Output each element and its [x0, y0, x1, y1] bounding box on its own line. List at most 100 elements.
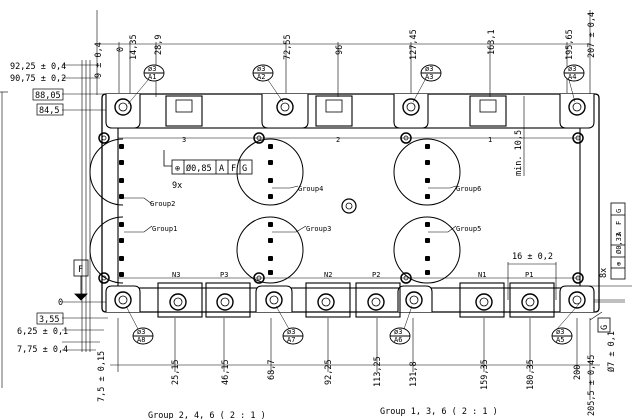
dim-3-55-label: 3,55	[39, 315, 59, 325]
dim-7-5-label: 7,5 ± 0,15	[97, 351, 107, 402]
hole-prefix-a6: ø3	[394, 328, 402, 336]
caption-left: Group 2, 4, 6 ( 2 : 1 )	[148, 411, 266, 419]
right-tolerance-frame	[597, 202, 626, 333]
top-terminals	[165, 95, 507, 127]
hole-a1: A1	[148, 73, 156, 81]
dim-195-65-label: 195,65	[565, 29, 575, 60]
dim-16-label: 16 ± 0,2	[512, 252, 553, 262]
corner-screws	[98, 132, 584, 284]
right-dimension-labels: min. 10,5 16 ± 0,2 8x G F A Ø0,33 ⊕ Ø7 ±…	[512, 130, 623, 372]
top-terminal-2: 2	[336, 136, 340, 144]
tolerance-labels: ⊕ Ø0,85 A F G 9x	[172, 163, 247, 191]
dim-46-15-label: 46,15	[221, 359, 231, 385]
count-8x-label: 8x	[599, 268, 609, 278]
captions: Group 2, 4, 6 ( 2 : 1 ) Group 1, 3, 6 ( …	[148, 407, 498, 419]
dim-6-25-label: 6,25 ± 0,1	[17, 327, 68, 337]
hole-prefix-a1: ø3	[148, 65, 156, 73]
tol-ref-f: F	[231, 164, 236, 174]
dim-25-15-label: 25,15	[171, 359, 181, 385]
bottom-terminal-p2: P2	[372, 271, 380, 279]
dim-72-55-label: 72,55	[283, 34, 293, 60]
tol-ref-g: G	[242, 164, 247, 174]
datum-f-flag	[73, 259, 89, 301]
terminal-labels: 3 2 1 N3 P3 N2 P2 N1 P1	[172, 136, 533, 279]
dim-131-8-label: 131,8	[409, 361, 419, 387]
bottom-terminal-n3: N3	[172, 271, 180, 279]
right-tol-g: G	[615, 209, 623, 213]
top-terminal-1: 1	[488, 136, 492, 144]
bottom-terminal-n1: N1	[478, 271, 486, 279]
hole-a4: A4	[568, 73, 576, 81]
hole-a5: A5	[556, 336, 564, 344]
group-leaders	[124, 185, 457, 233]
dim-92-25b-label: 92,25	[324, 359, 334, 385]
bottom-dimension-labels: 25,15 46,15 68,7 92,25 113,25 131,8 159,…	[171, 355, 597, 416]
caption-right: Group 1, 3, 6 ( 2 : 1 )	[380, 407, 498, 417]
tolerance-frame	[163, 150, 253, 175]
hole-a8: A8	[137, 336, 145, 344]
bottom-terminal-p1: P1	[525, 271, 533, 279]
dim-207-label: 207 ± 0,4	[587, 12, 597, 58]
hole-prefix-a4: ø3	[568, 65, 576, 73]
module-outline	[101, 93, 600, 313]
bottom-terminal-n2: N2	[324, 271, 332, 279]
hole-prefix-a5: ø3	[556, 328, 564, 336]
dim-14-35-label: 14,35	[129, 34, 139, 60]
tol-count: 9x	[172, 181, 182, 191]
dim-200-label: 200	[573, 365, 583, 380]
right-tol-f: F	[615, 221, 623, 225]
datum-f-label: F	[78, 265, 83, 275]
tol-value: Ø0,85	[186, 163, 212, 174]
group3-label: Group3	[306, 225, 331, 233]
dim-68-7-label: 68,7	[267, 360, 277, 380]
group6-label: Group6	[456, 185, 481, 193]
bottom-terminals	[157, 282, 555, 318]
datum-g-box-label: G	[600, 325, 610, 330]
dim-205-5-label: 205,5 ± 0,45	[587, 355, 597, 416]
right-tol-value: Ø0,33	[615, 233, 623, 254]
group4-label: Group4	[298, 185, 323, 193]
dim-0-left-label: 0	[58, 298, 63, 308]
dim-7-75-label: 7,75 ± 0,4	[17, 345, 68, 355]
dim-163-1-label: 163,1	[487, 29, 497, 55]
dim-9-label: 9 ± 0,4	[94, 42, 104, 78]
hole-prefix-a3: ø3	[425, 65, 433, 73]
dim-127-45-label: 127,45	[409, 29, 419, 60]
right-tol-symbol: ⊕	[615, 261, 623, 266]
dim-159-35-label: 159,35	[480, 359, 490, 390]
center-mark	[341, 198, 357, 214]
bottom-terminal-p3: P3	[220, 271, 228, 279]
top-terminal-3: 3	[182, 136, 186, 144]
group1-label: Group1	[152, 225, 177, 233]
hole-callout-text: ø3 A1 ø3 A2 ø3 A3 ø3 A4 ø3 A5 ø3 A6 ø3 A…	[137, 65, 576, 344]
dim-92-25-label: 92,25 ± 0,4	[10, 62, 66, 72]
group-pads	[89, 138, 461, 284]
bottom-mounting-tabs	[105, 285, 595, 312]
top-mounting-tabs	[105, 94, 595, 129]
min-10-5-label: min. 10,5	[514, 130, 524, 176]
hole-prefix-a8: ø3	[137, 328, 145, 336]
dim-84-5-label: 84,5	[39, 106, 59, 116]
top-dimension-labels: 9 ± 0,4 0 14,35 28,9 72,55 96 127,45 163…	[94, 12, 597, 78]
group2-label: Group2	[150, 200, 175, 208]
hole-callouts	[132, 64, 585, 345]
dim-113-25-label: 113,25	[373, 356, 383, 387]
dim-180-35-label: 180,35	[526, 359, 536, 390]
dia-7-label: Ø7 ± 0,1	[606, 331, 617, 372]
tol-symbol: ⊕	[175, 164, 180, 174]
dim-90-75-label: 90,75 ± 0,2	[10, 74, 66, 84]
dim-88-05-label: 88,05	[35, 91, 61, 101]
left-dimension-labels: 92,25 ± 0,4 90,75 ± 0,2 88,05 84,5 0 3,5…	[10, 62, 107, 402]
hole-prefix-a2: ø3	[257, 65, 265, 73]
dim-0-top-label: 0	[116, 47, 126, 52]
group5-label: Group5	[456, 225, 481, 233]
mounting-holes	[114, 98, 586, 309]
callout-leaders	[125, 79, 580, 330]
dim-28-9-label: 28,9	[154, 35, 164, 55]
hole-prefix-a7: ø3	[287, 328, 295, 336]
hole-a7: A7	[287, 336, 295, 344]
right-tol-a: A	[615, 231, 623, 236]
dimension-lines	[0, 10, 632, 400]
pins	[119, 144, 430, 277]
